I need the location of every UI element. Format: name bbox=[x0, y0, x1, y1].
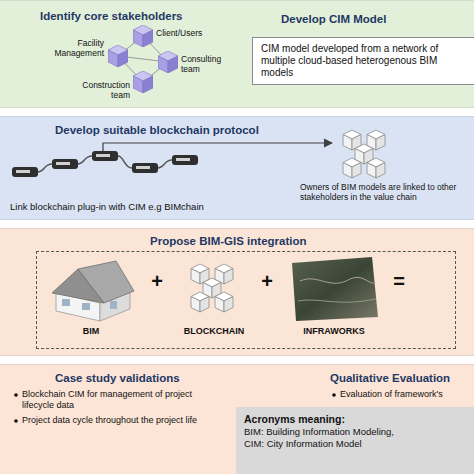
body-text: Evaluation of framework's bbox=[340, 389, 470, 400]
heading-text: Case study validations bbox=[55, 371, 180, 385]
stakeholder-cube bbox=[158, 51, 178, 73]
house-roof bbox=[78, 261, 134, 303]
body-text: INFRAWORKS bbox=[284, 326, 384, 337]
stakeholder-cube bbox=[133, 25, 153, 47]
stage-band: Case study validationsBlockchain CIM for… bbox=[0, 364, 474, 474]
block-cube bbox=[191, 292, 209, 312]
integration-box: BIM + BLOCKCHAIN + INFRAWORKS = bbox=[36, 251, 456, 349]
arrow-line bbox=[103, 143, 332, 152]
body-text: Project data cycle throughout the projec… bbox=[22, 415, 207, 426]
chain-stripe bbox=[96, 154, 110, 157]
house-window bbox=[82, 303, 90, 310]
chain-block bbox=[52, 159, 78, 169]
block-cube bbox=[215, 292, 233, 312]
bullet-dot bbox=[332, 393, 336, 397]
block-cube bbox=[343, 158, 361, 178]
chain-block bbox=[172, 155, 198, 165]
chain-block bbox=[92, 151, 118, 161]
bullet-dot bbox=[14, 419, 18, 423]
terrain-image bbox=[292, 257, 378, 321]
chain-block bbox=[12, 167, 38, 177]
annotation-label: Construction team bbox=[74, 80, 130, 100]
heading-text: Develop CIM Model bbox=[281, 12, 386, 26]
operator-symbol: + bbox=[145, 270, 169, 292]
heading-text: Propose BIM-GIS integration bbox=[150, 234, 307, 248]
body-text: CIM model developed from a network of mu… bbox=[261, 43, 466, 79]
stakeholder-cube bbox=[108, 45, 128, 67]
body-text: BIM: Building Information Modeling, bbox=[244, 426, 466, 438]
chain-stripe bbox=[136, 166, 150, 169]
chain-stripe bbox=[176, 158, 190, 161]
stakeholder-cube bbox=[133, 71, 153, 93]
annotation-label: Facility Management bbox=[50, 38, 104, 58]
chain-wire bbox=[158, 160, 172, 168]
bullet-dot bbox=[14, 393, 18, 397]
annotation-label: Client/Users bbox=[156, 28, 226, 38]
body-text: BLOCKCHAIN bbox=[174, 326, 254, 337]
acronym-box: Acronyms meaning:BIM: Building Informati… bbox=[236, 407, 474, 474]
chain-wire bbox=[78, 156, 92, 164]
body-text: Blockchain CIM for management of project… bbox=[22, 389, 207, 411]
chain-block bbox=[132, 163, 158, 173]
heading-text: Identify core stakeholders bbox=[40, 9, 183, 23]
chain-stripe bbox=[56, 162, 70, 165]
annotation-label: Consulting team bbox=[181, 54, 231, 74]
block-cube bbox=[367, 158, 385, 178]
heading-text: Develop suitable blockchain protocol bbox=[55, 123, 259, 137]
house-window bbox=[62, 299, 70, 306]
annotation-label: Owners of BIM models are linked to other… bbox=[300, 182, 470, 202]
body-text: CIM: City Information Model bbox=[244, 438, 466, 450]
terrain-road bbox=[300, 277, 374, 283]
house-window bbox=[110, 301, 117, 309]
body-text: Acronyms meaning: bbox=[244, 412, 466, 426]
body-text: Link blockchain plug-in with CIM e.g BIM… bbox=[10, 201, 270, 213]
chain-stripe bbox=[16, 170, 30, 173]
stage-band: Propose BIM-GIS integrationBIM + BLOCKCHAI… bbox=[0, 228, 474, 356]
operator-symbol: + bbox=[255, 270, 279, 292]
operator-symbol: = bbox=[387, 270, 411, 292]
body-text: BIM bbox=[61, 326, 121, 337]
heading-text: Qualitative Evaluation bbox=[330, 371, 450, 385]
stage-band: Develop suitable blockchain protocolLink… bbox=[0, 116, 474, 220]
process-box: Develop CIM ModelCIM model developed fro… bbox=[252, 37, 474, 85]
terrain-road bbox=[298, 299, 376, 302]
chain-wire bbox=[38, 164, 52, 172]
chain-wire bbox=[118, 156, 132, 168]
